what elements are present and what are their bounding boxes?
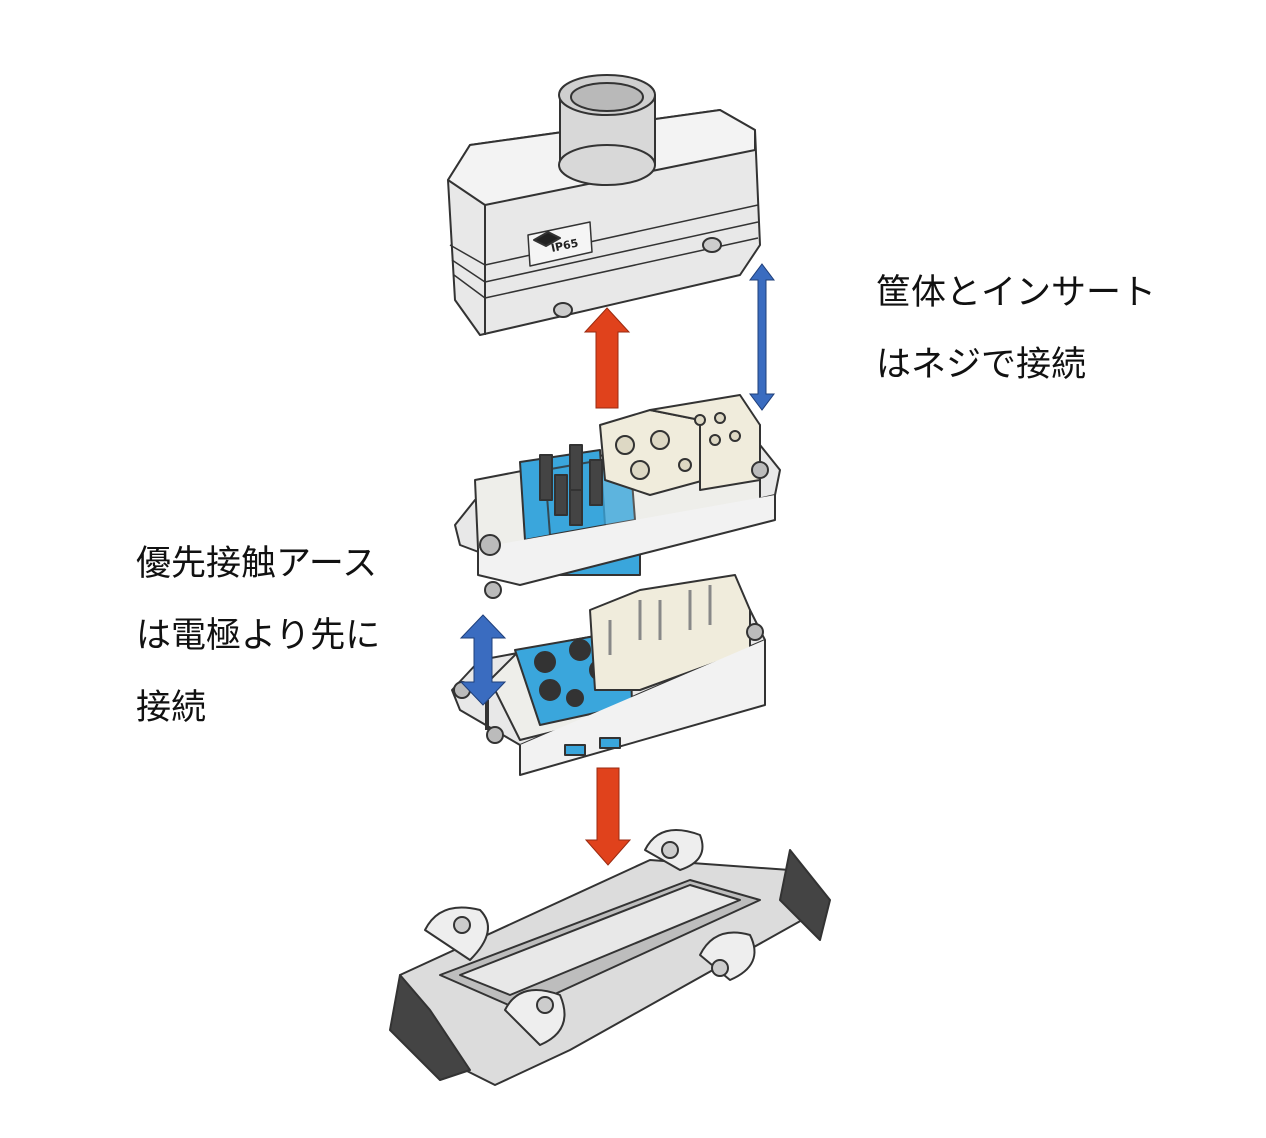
label-line: 接続 [136,688,207,728]
blue-double-arrow-thin [749,263,775,411]
label-line: はネジで接続 [876,345,1087,385]
housing-insert-label: 筐体とインサート はネジで接続 [876,257,1156,401]
priority-earth-label: 優先接触アース は電極より先に 接続 [136,528,380,744]
label-line: は電極より先に [136,616,381,656]
hood-housing: IP65 [447,74,761,336]
red-arrow-down [584,767,632,866]
label-line: 優先接触アース [136,544,378,584]
red-arrow-up [583,307,631,409]
blue-double-arrow-thick [459,614,507,706]
lower-insert [451,574,766,776]
upper-insert [454,394,781,599]
base-housing [389,829,831,1086]
label-line: 筐体とインサート [876,273,1157,313]
ip65-marking: IP65 [550,237,580,255]
